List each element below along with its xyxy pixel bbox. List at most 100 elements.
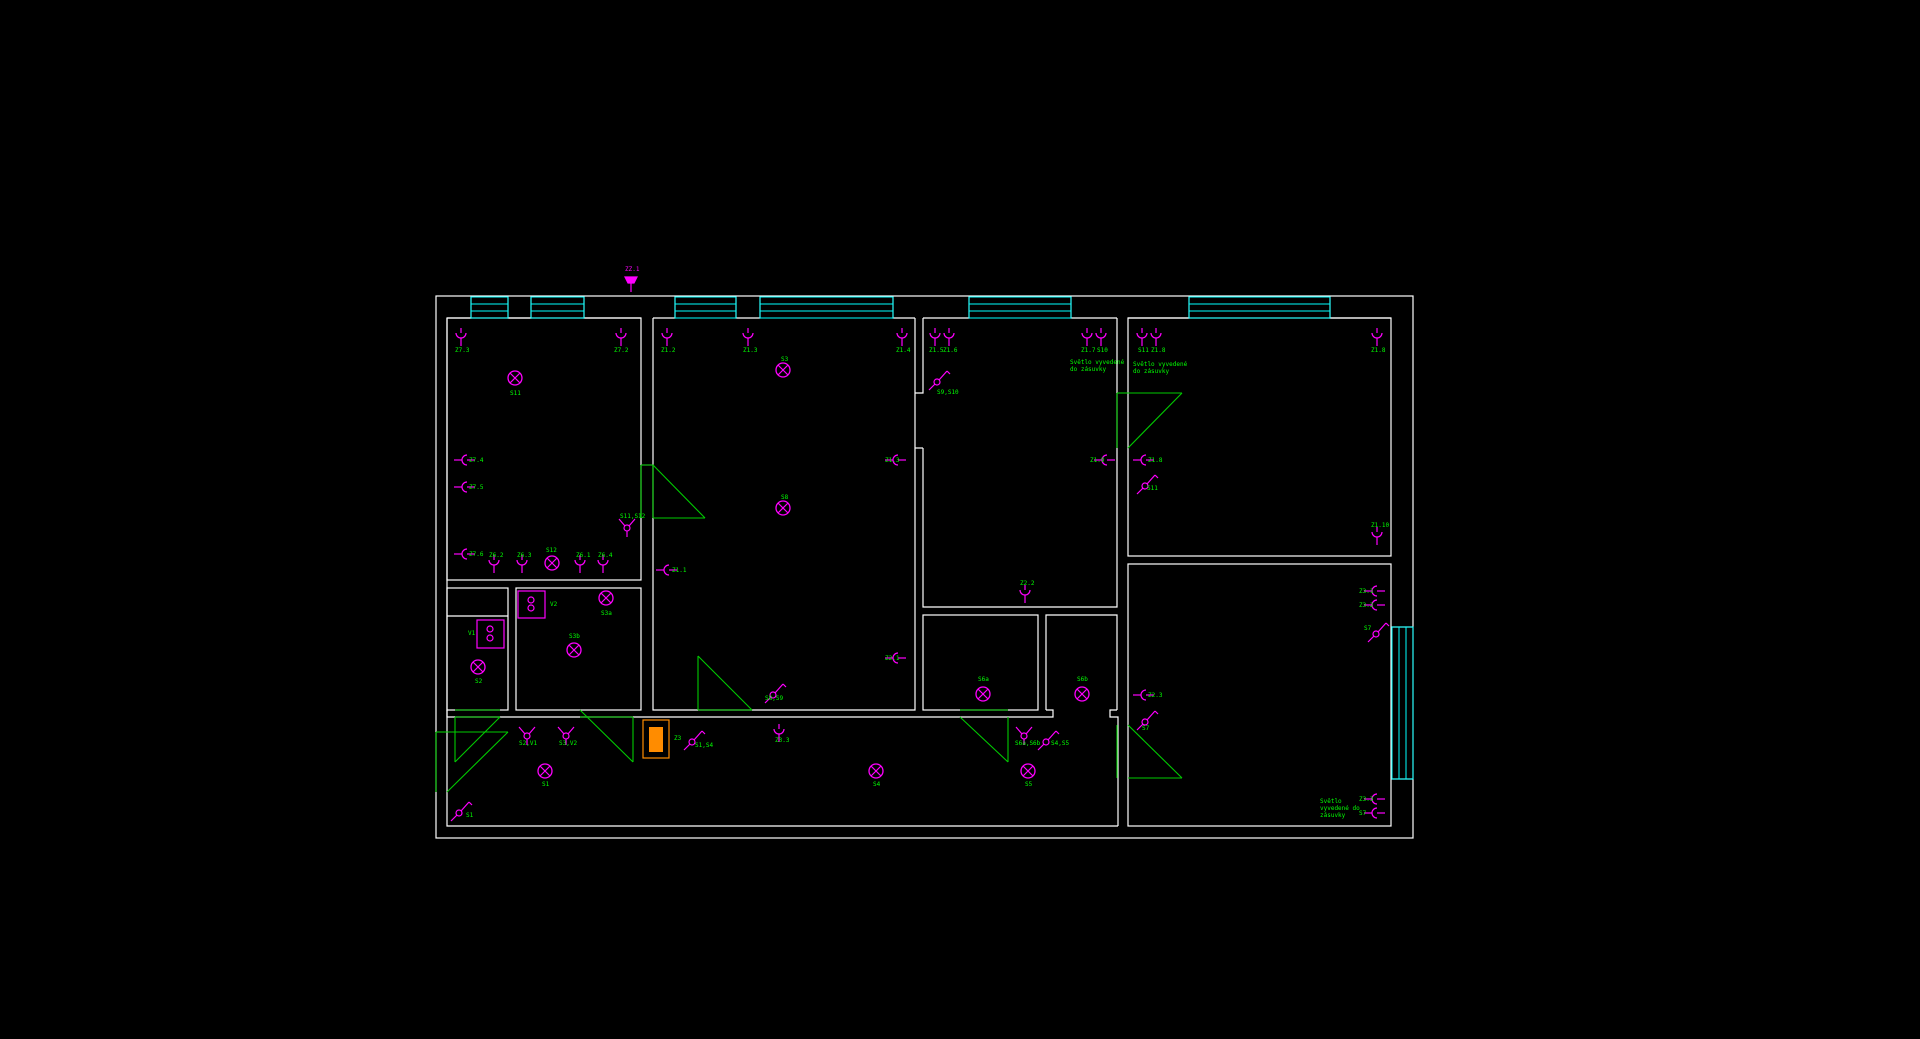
- note-label: do zásuvky: [1133, 368, 1170, 375]
- lights: [470, 362, 1090, 779]
- label: Z2.2: [1020, 580, 1035, 587]
- label: Z1.2: [661, 347, 676, 354]
- label: S7: [1142, 725, 1150, 732]
- label: Z7.6: [469, 551, 484, 558]
- socket-icon: [1081, 327, 1093, 347]
- label: S6b: [1077, 676, 1088, 683]
- note-label: zásuvky: [1320, 812, 1346, 819]
- label: S5: [1025, 781, 1033, 788]
- socket-icon: [943, 327, 955, 347]
- label: V2: [550, 601, 558, 608]
- switch-icon: [928, 370, 951, 391]
- label: Z1.6: [943, 347, 958, 354]
- label: S9,S10: [937, 389, 959, 396]
- socket-icon: [1019, 584, 1031, 604]
- label: S11: [510, 390, 521, 397]
- note-label: Světlo: [1320, 798, 1342, 805]
- socket-icon: [1363, 807, 1386, 819]
- light-icon: [1074, 686, 1090, 702]
- socket-icon: [615, 327, 627, 347]
- label: Z1.8: [1371, 347, 1386, 354]
- double-switch-icon: [618, 518, 636, 538]
- light-icon: [470, 659, 486, 675]
- label: S4: [873, 781, 881, 788]
- socket-icon: [896, 327, 908, 347]
- label: Z2.1: [885, 655, 900, 662]
- label: V1: [468, 630, 476, 637]
- label: Z6.3: [517, 552, 532, 559]
- socket-icon: [661, 327, 673, 347]
- fan-v2: [517, 590, 546, 619]
- walls: [435, 295, 1414, 839]
- label: S4,S5: [1051, 740, 1069, 747]
- label: S3b: [569, 633, 580, 640]
- doors: [435, 392, 1183, 793]
- label: Z3.3: [1359, 796, 1374, 803]
- label: Z1.8: [1148, 457, 1163, 464]
- label: S8: [781, 494, 789, 501]
- windows: [470, 296, 1414, 780]
- label-zz1: ZZ.1: [625, 266, 640, 273]
- label: Z6.4: [598, 552, 613, 559]
- label: S7: [1364, 625, 1372, 632]
- socket-icon: [1371, 327, 1383, 347]
- socket-icon: [929, 327, 941, 347]
- label: Z1.4: [896, 347, 911, 354]
- label: Z1.3: [885, 457, 900, 464]
- label: Z6.2: [489, 552, 504, 559]
- socket-icon: [1136, 327, 1148, 347]
- light-icon: [507, 370, 523, 386]
- label: Z2.3: [1148, 692, 1163, 699]
- label: Z1.1: [672, 567, 687, 574]
- label: Z1.9: [1090, 457, 1105, 464]
- external-socket-icon: [624, 276, 638, 292]
- label: S12: [546, 547, 557, 554]
- label: Z6.1: [576, 552, 591, 559]
- label: Z3.1: [1359, 588, 1374, 595]
- light-icon: [598, 590, 614, 606]
- label: Z1.10: [1371, 522, 1389, 529]
- note-label: Světlo vyvedené: [1070, 359, 1125, 366]
- boiler: [642, 719, 670, 759]
- labels: ZZ.1 Z7.3 Z7.2 Z1.2 Z1.3 Z1.4 Z1.5 Z1.6 …: [455, 266, 1389, 819]
- label: Z3: [674, 735, 682, 742]
- label: S11,S12: [620, 513, 646, 520]
- socket-icon: [1371, 526, 1383, 546]
- label: Z7.4: [469, 457, 484, 464]
- socket-icon: [455, 327, 467, 347]
- label: S6a: [978, 676, 989, 683]
- light-icon: [975, 686, 991, 702]
- light-icon: [566, 642, 582, 658]
- socket-icon: [1150, 327, 1162, 347]
- light-icon: [868, 763, 884, 779]
- label: S8,S9: [765, 695, 783, 702]
- sockets: [453, 327, 1386, 819]
- label: S3,V2: [559, 740, 577, 747]
- note-label: Světlo vyvedené: [1133, 361, 1188, 368]
- label: Z1.3: [743, 347, 758, 354]
- label: S7: [1359, 810, 1367, 817]
- socket-icon: [742, 327, 754, 347]
- socket-icon: [1095, 327, 1107, 347]
- fan-v1: [476, 619, 505, 649]
- note-label: vyvedené do: [1320, 805, 1360, 812]
- label: Z7.5: [469, 484, 484, 491]
- label: Z1.8: [1151, 347, 1166, 354]
- light-icon: [775, 362, 791, 378]
- label: S6a,S6b: [1015, 740, 1041, 747]
- note-label: do zásuvky: [1070, 366, 1107, 373]
- label: Z1.7: [1081, 347, 1096, 354]
- light-icon: [1020, 763, 1036, 779]
- light-icon: [775, 500, 791, 516]
- label: S2: [475, 678, 483, 685]
- label: Z3.3: [775, 737, 790, 744]
- light-icon: [544, 555, 560, 571]
- label: S10: [1097, 347, 1108, 354]
- label: Z7.3: [455, 347, 470, 354]
- light-icon: [537, 763, 553, 779]
- label: S2,V1: [519, 740, 537, 747]
- label: Z7.2: [614, 347, 629, 354]
- label: S1: [466, 812, 474, 819]
- label: S1: [542, 781, 550, 788]
